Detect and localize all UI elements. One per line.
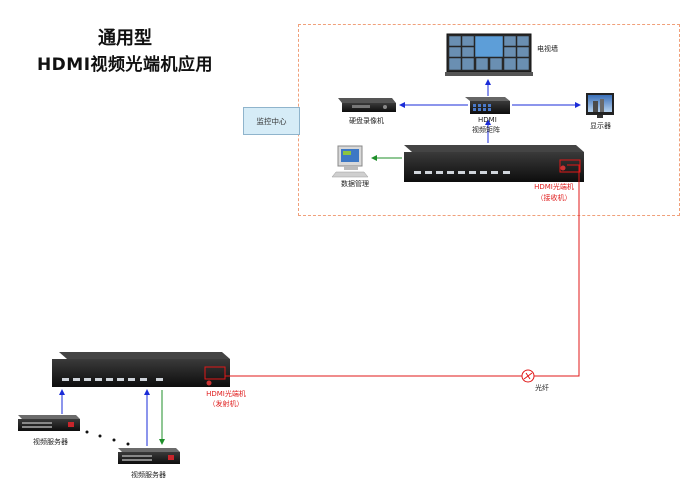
diagram-title-line2: HDMI视频光端机应用 xyxy=(36,55,214,75)
dvr-label: 硬盘录像机 xyxy=(349,117,384,125)
monitor-icon xyxy=(586,93,614,118)
green-signal-arrows xyxy=(159,155,402,445)
ellipsis-dots xyxy=(85,430,130,446)
transmitter-optical-terminal-icon xyxy=(52,352,230,387)
video-matrix-icon xyxy=(465,97,510,114)
dvr-icon xyxy=(338,98,396,112)
matrix-label-line1: HDMI xyxy=(478,116,497,124)
receiver-label-line1: HDMI光端机 xyxy=(534,183,574,191)
tv-wall-icon xyxy=(445,33,533,76)
transmitter-label-line2: （发射机） xyxy=(208,400,244,408)
transmitter-label-line1: HDMI光端机 xyxy=(206,390,246,398)
blue-signal-arrows xyxy=(59,79,581,446)
fiber-optic-line xyxy=(225,164,580,377)
tv-wall-label: 电视墙 xyxy=(537,45,558,53)
data-management-label: 数据管理 xyxy=(341,180,369,188)
data-management-pc-icon xyxy=(331,145,369,178)
video-server-right-label: 视频服务器 xyxy=(131,471,166,479)
diagram-title-line1: 通用型 xyxy=(98,28,152,49)
video-server-right-icon xyxy=(118,448,180,464)
video-server-left-icon xyxy=(18,415,80,431)
receiver-label-line2: （接收机） xyxy=(536,194,572,202)
monitor-label: 显示器 xyxy=(590,122,611,130)
control-center-label: 监控中心 xyxy=(243,107,300,135)
fiber-label: 光纤 xyxy=(535,384,549,392)
fiber-icon xyxy=(521,369,535,383)
video-server-left-label: 视频服务器 xyxy=(33,438,68,446)
matrix-label-line2: 视频矩阵 xyxy=(472,126,500,134)
receiver-optical-terminal-icon xyxy=(404,145,584,182)
